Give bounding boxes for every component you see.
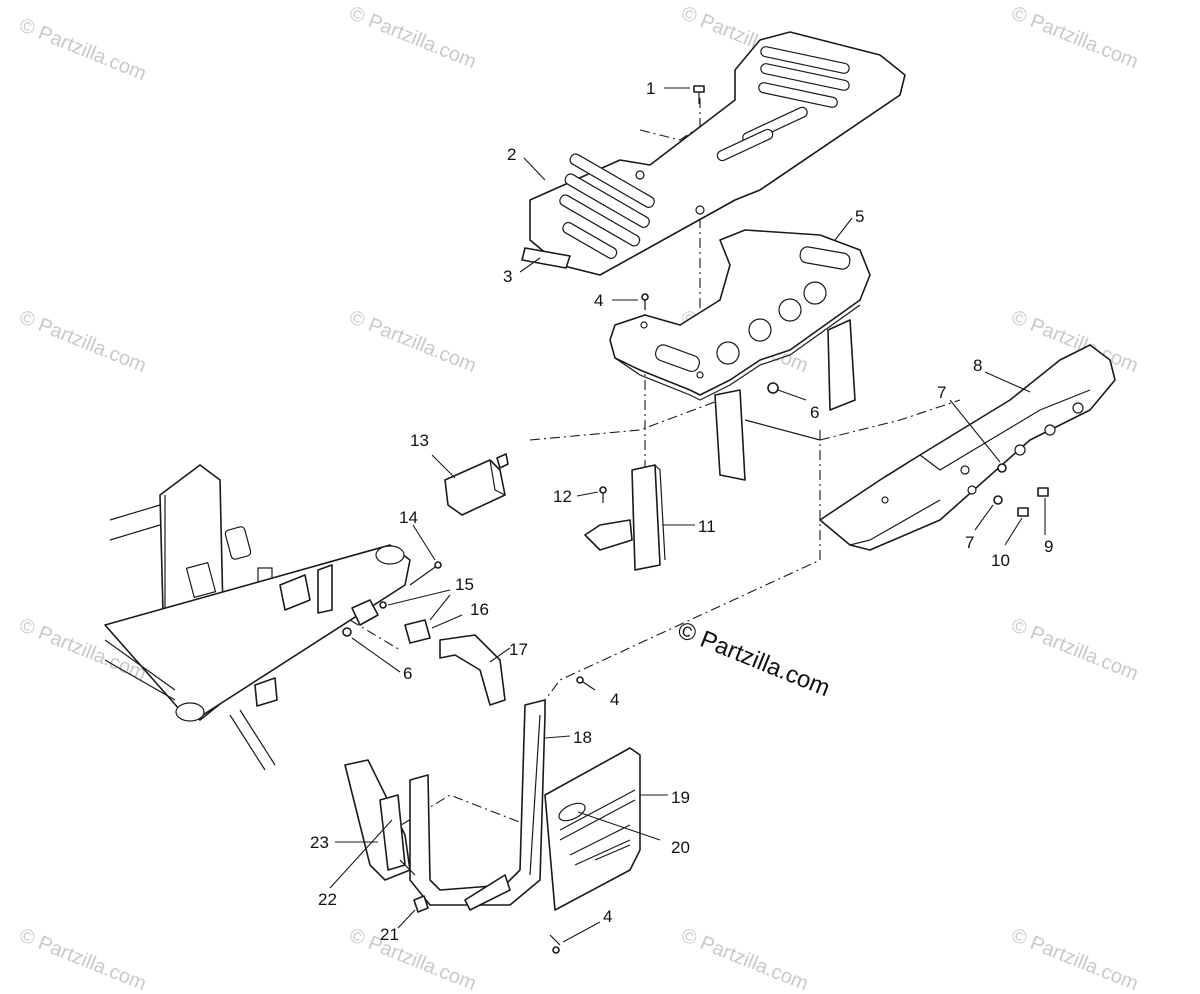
callout-12: 12 bbox=[553, 487, 572, 506]
callout-9: 9 bbox=[1044, 537, 1053, 556]
watermark-text: © Partzilla.com bbox=[1008, 2, 1141, 73]
callout-20: 20 bbox=[671, 838, 690, 857]
callout-8: 8 bbox=[973, 356, 982, 375]
callout-7-lower: 7 bbox=[965, 533, 974, 552]
mud-flap-bracket-18 bbox=[409, 699, 546, 911]
watermark-text: © Partzilla.com bbox=[16, 14, 149, 85]
mount-hardware bbox=[342, 561, 442, 644]
watermark-text: © Partzilla.com bbox=[16, 924, 149, 994]
watermark-text: © Partzilla.com bbox=[16, 306, 149, 377]
watermark-text: © Partzilla.com bbox=[1008, 924, 1141, 994]
nut-6-upper bbox=[767, 382, 779, 394]
callout-16: 16 bbox=[470, 600, 489, 619]
callout-2: 2 bbox=[507, 145, 516, 164]
callout-4-lower: 4 bbox=[603, 907, 612, 926]
callout-15: 15 bbox=[455, 575, 474, 594]
frame-section bbox=[104, 464, 411, 771]
rear-rack bbox=[529, 31, 906, 276]
rack-support-bracket bbox=[609, 229, 871, 481]
callout-14: 14 bbox=[399, 508, 418, 527]
nut-21 bbox=[413, 895, 429, 913]
callout-23: 23 bbox=[310, 833, 329, 852]
bolt-1 bbox=[693, 85, 705, 104]
callout-3: 3 bbox=[503, 267, 512, 286]
reflector bbox=[521, 247, 571, 269]
screw-4-upper bbox=[641, 293, 649, 310]
watermark-text: © Partzilla.com bbox=[346, 2, 479, 73]
watermark-text: © Partzilla.com bbox=[1008, 614, 1141, 685]
callout-7: 7 bbox=[937, 383, 946, 402]
watermark-text: © Partzilla.com bbox=[678, 924, 811, 994]
callout-18: 18 bbox=[573, 728, 592, 747]
bumper-hardware bbox=[993, 463, 1049, 517]
callout-4: 4 bbox=[594, 291, 603, 310]
leader-lines bbox=[329, 87, 1046, 943]
callout-21: 21 bbox=[380, 925, 399, 944]
screw-12 bbox=[599, 486, 607, 503]
callout-19: 19 bbox=[671, 788, 690, 807]
tail-light bbox=[444, 453, 509, 516]
bracket-11 bbox=[584, 464, 666, 571]
watermark-text: © Partzilla.com bbox=[346, 306, 479, 377]
side-plate-23 bbox=[344, 759, 416, 881]
callout-6: 6 bbox=[810, 403, 819, 422]
callout-11: 11 bbox=[698, 517, 716, 536]
callout-13: 13 bbox=[410, 431, 429, 450]
callout-17: 17 bbox=[509, 640, 528, 659]
callout-1: 1 bbox=[646, 79, 655, 98]
mud-flap bbox=[544, 747, 641, 911]
center-watermark: © Partzilla.com bbox=[674, 617, 834, 703]
callout-10: 10 bbox=[991, 551, 1010, 570]
support-tube-17 bbox=[439, 634, 506, 706]
rear-bumper bbox=[819, 344, 1116, 551]
callout-4-middle: 4 bbox=[610, 690, 619, 709]
callout-6-lower: 6 bbox=[403, 664, 412, 683]
screw-4-lower bbox=[549, 676, 596, 954]
callouts: 1 2 3 4 5 6 7 8 7 10 9 13 12 11 14 15 16… bbox=[310, 79, 1053, 944]
watermark-text: © Partzilla.com bbox=[346, 924, 479, 994]
callout-22: 22 bbox=[318, 890, 337, 909]
callout-5: 5 bbox=[855, 207, 864, 226]
